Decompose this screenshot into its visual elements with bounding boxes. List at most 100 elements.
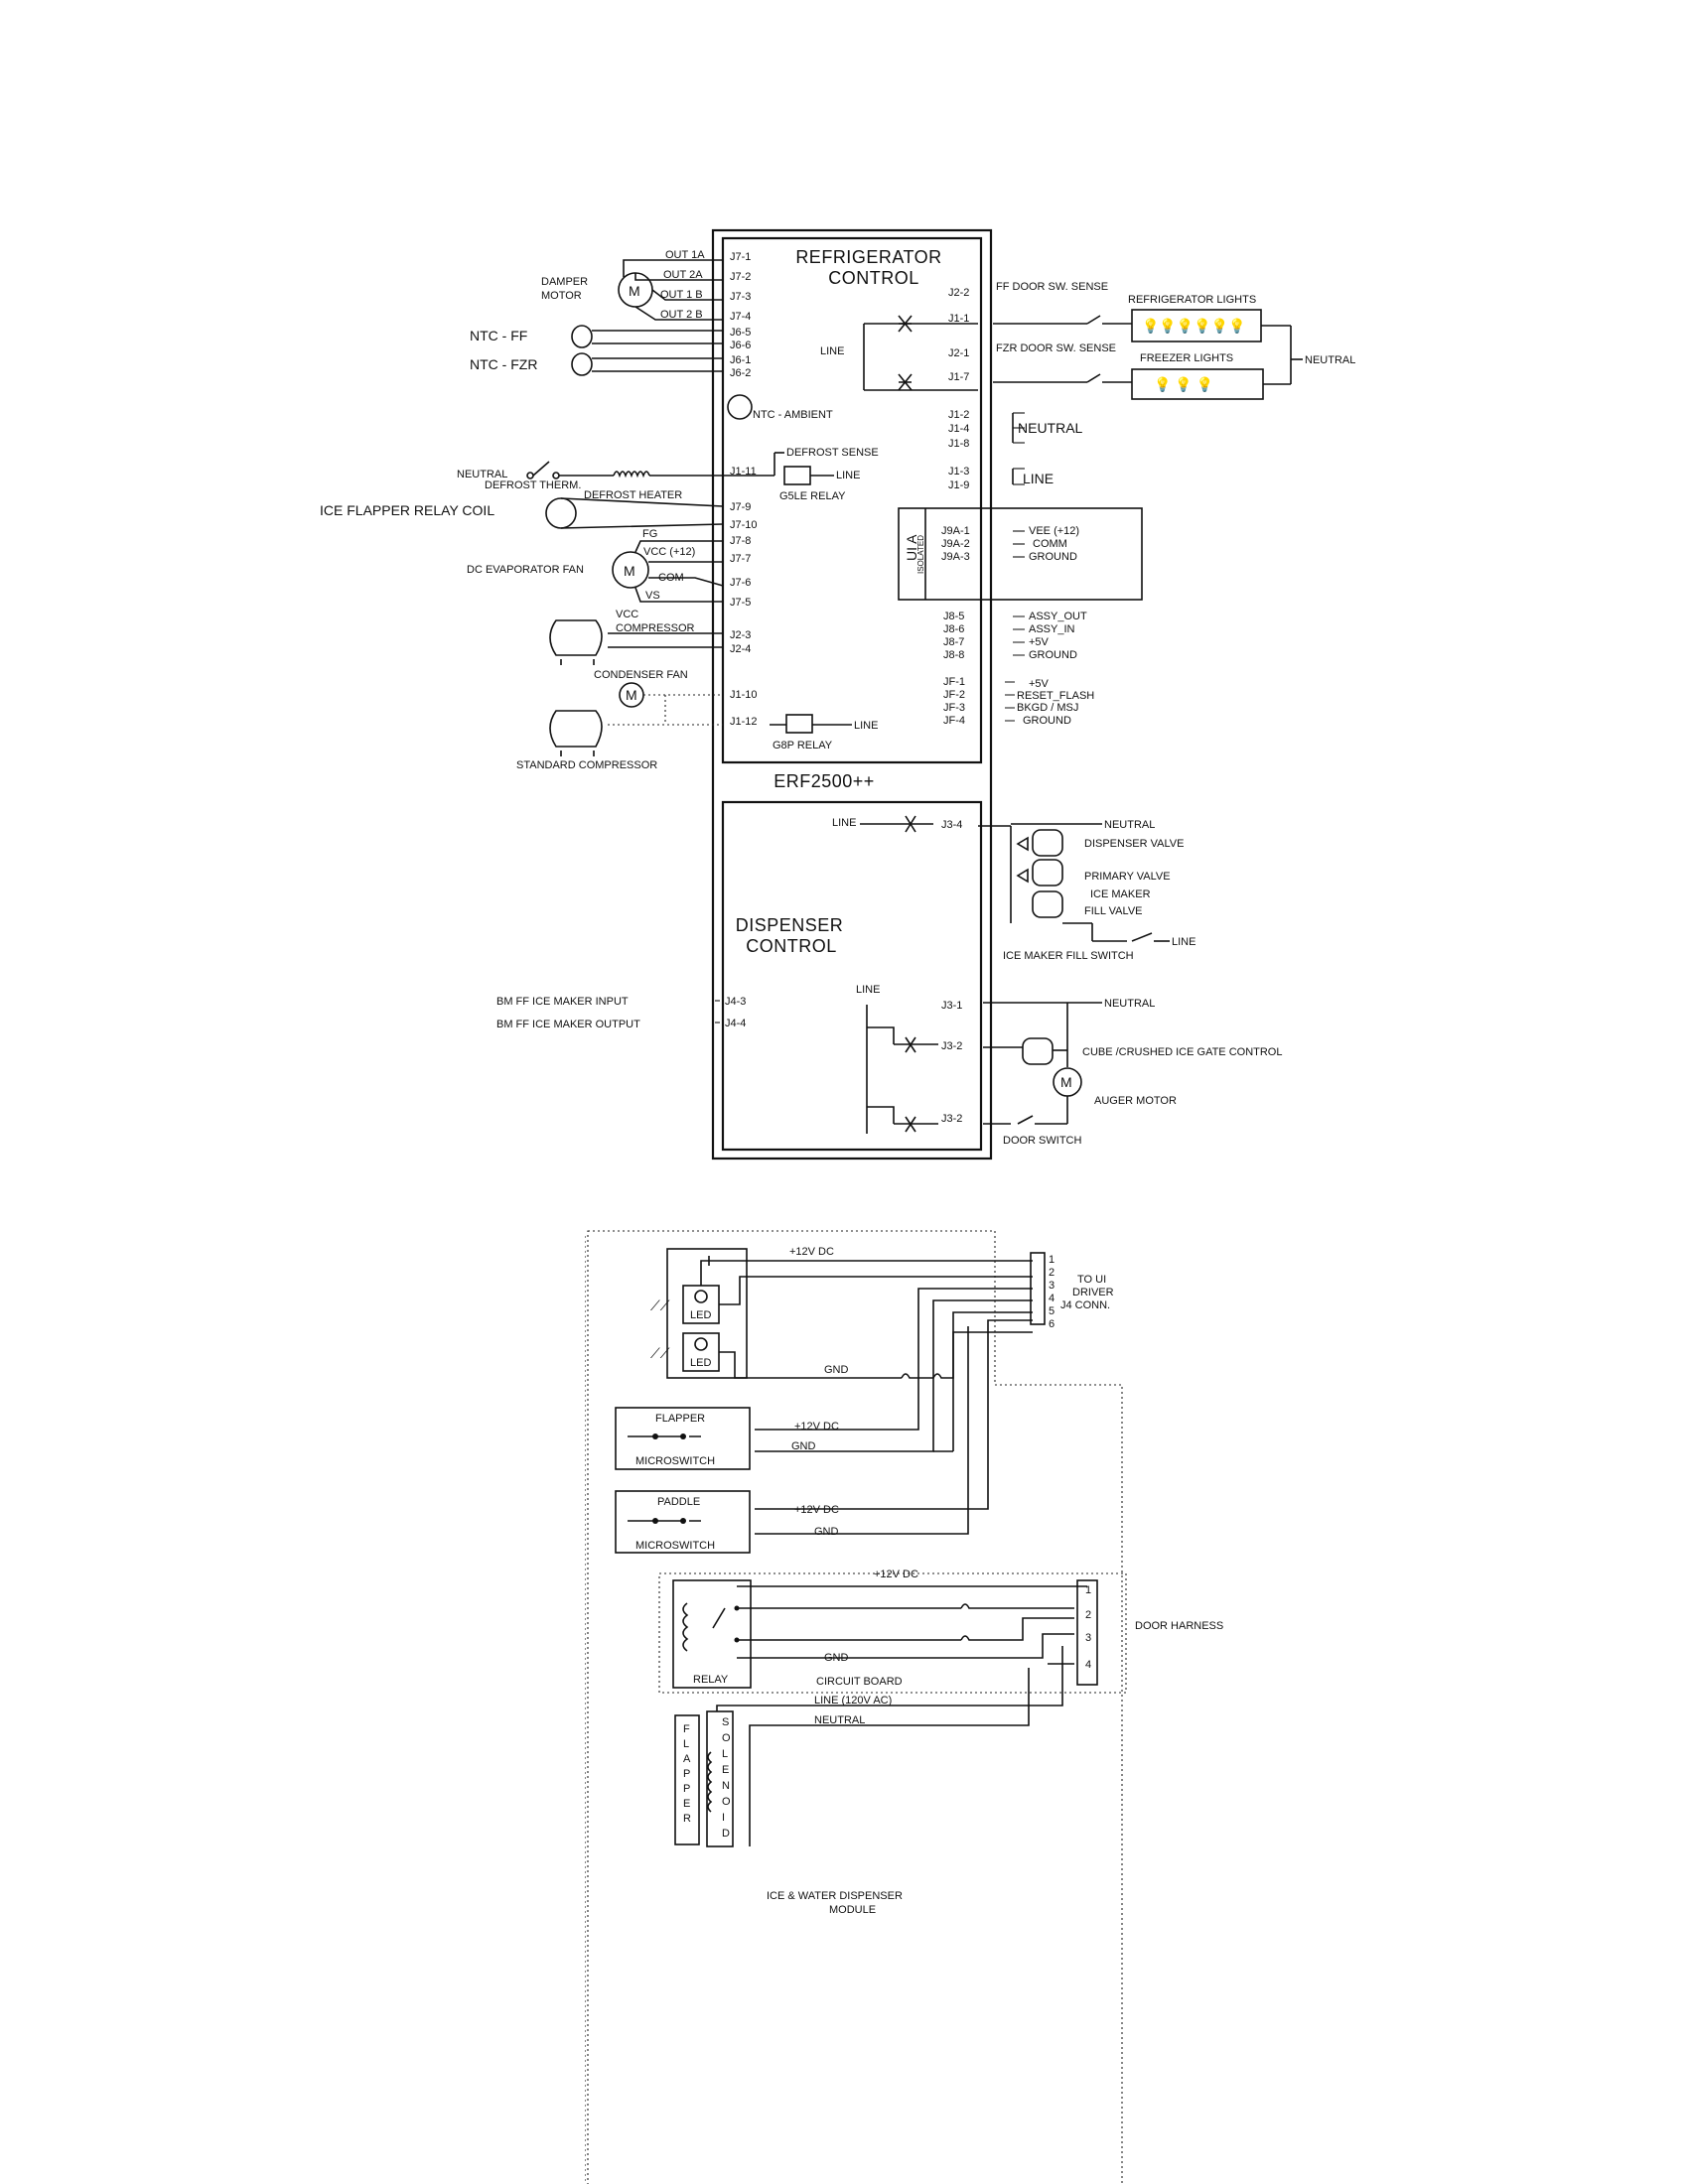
j8-connector: J8-6	[943, 623, 964, 635]
solenoid-letter: N	[722, 1780, 730, 1792]
line-label-2: LINE	[820, 345, 844, 357]
connector-label: J7-3	[730, 291, 751, 303]
connector-label: J1-8	[948, 438, 969, 450]
ui-connector-pins: 1 2 3 4 5 6 TO UI DRIVER J4 CONN.	[755, 1252, 1114, 1535]
j4-connector: J4-3	[725, 996, 746, 1008]
flapper-letter: R	[683, 1813, 691, 1825]
refrigerator-lights-label: REFRIGERATOR LIGHTS	[1128, 294, 1256, 306]
line-label-6: LINE	[1172, 936, 1196, 948]
led-board: LED LED ⟋⟋ ⟋⟋ +12V DC GND	[650, 1246, 1033, 1379]
harness-pin: 1	[1085, 1584, 1091, 1596]
damper-label-1: DAMPER	[541, 276, 588, 288]
neutral-label: NEUTRAL	[814, 1714, 865, 1726]
dispenser-valve-label: DISPENSER VALVE	[1084, 838, 1184, 850]
ntc-ff-label: NTC - FF	[470, 328, 527, 343]
bulb-icon: 💡 💡 💡	[1154, 376, 1213, 393]
jf-connector: JF-4	[943, 715, 965, 727]
ui-signal: COMM	[1033, 538, 1067, 550]
jf-signal: +5V	[1029, 678, 1050, 690]
connector-label: J1-12	[730, 716, 758, 728]
flapper-letter: E	[683, 1798, 690, 1810]
harness-pin: 2	[1085, 1609, 1091, 1621]
light-emission-icon: ⟋⟋	[650, 1345, 670, 1361]
defrost-heater-label: DEFROST HEATER	[584, 489, 682, 501]
disp-connector: J3-1	[941, 1000, 962, 1012]
jf-signal: RESET_FLASH	[1017, 690, 1094, 702]
damper-motor: DAMPER MOTOR M OUT 1A OUT 2A OUT 1 B OUT…	[541, 249, 723, 321]
connector-label: J7-9	[730, 501, 751, 513]
flapper-letter: L	[683, 1738, 689, 1750]
ui-connector: J9A-3	[941, 551, 970, 563]
connector-label: J6-5	[730, 327, 751, 339]
connector-label: J6-2	[730, 367, 751, 379]
motor-symbol: M	[626, 687, 637, 703]
condenser-fan-label: CONDENSER FAN	[594, 669, 688, 681]
solenoid-letter: O	[722, 1796, 731, 1808]
connector-label: J1-2	[948, 409, 969, 421]
fzr-door-switch-label: FZR DOOR SW. SENSE	[996, 342, 1116, 354]
g8p-relay-label: G8P RELAY	[773, 740, 833, 751]
disp-connector: J3-4	[941, 819, 962, 831]
ui-pin: 6	[1049, 1318, 1055, 1330]
ui-pin: 5	[1049, 1305, 1055, 1317]
line-label: LINE	[1023, 471, 1054, 486]
neutral-line-stubs: NEUTRAL LINE	[1012, 412, 1083, 486]
damper-label-2: MOTOR	[541, 290, 582, 302]
ice-flapper-label: ICE FLAPPER RELAY COIL	[320, 502, 494, 518]
gnd-label: GND	[791, 1440, 816, 1452]
relay-label: RELAY	[693, 1674, 729, 1686]
neutral-defrost-label: NEUTRAL	[457, 469, 507, 480]
compressors: VCC COMPRESSOR CONDENSER FAN M STANDARD …	[516, 609, 878, 771]
door-harness-label: DOOR HARNESS	[1135, 1620, 1223, 1632]
relay-circuit-board: RELAY +12V DC GND CIRCUIT BOARD 1 2 3 4 …	[658, 1569, 1223, 1694]
connector-label: J2-1	[948, 347, 969, 359]
jf-connector: JF-2	[943, 689, 965, 701]
connector-label: J1-10	[730, 689, 758, 701]
flapper-letter: A	[683, 1753, 691, 1765]
ui-isolated-block: UI A ISOLATED J9A-1 J9A-2 J9A-3 VEE (+12…	[898, 507, 1143, 601]
dispenser-control-title-2: CONTROL	[746, 936, 837, 956]
j8-jf-connectors: J8-5 J8-6 J8-7 J8-8 ASSY_OUT ASSY_IN +5V…	[943, 611, 1094, 727]
flapper-letter: F	[683, 1723, 690, 1735]
dispenser-outputs: LINE J3-4 NEUTRAL DISPENSER VALVE PRIMAR…	[496, 815, 1283, 1147]
circuit-board-label: CIRCUIT BOARD	[816, 1676, 903, 1688]
flapper-microswitch: FLAPPER MICROSWITCH +12V DC GND	[615, 1407, 839, 1470]
connector-label: J1-7	[948, 371, 969, 383]
ice-maker-fill-switch-label: ICE MAKER FILL SWITCH	[1003, 950, 1134, 962]
dispenser-control-box	[721, 800, 983, 1152]
connector-label: J6-6	[730, 340, 751, 351]
defrost-therm-label: DEFROST THERM.	[485, 479, 581, 491]
refrigerator-control-title-2: CONTROL	[828, 268, 919, 288]
connector-label: J2-4	[730, 643, 751, 655]
left-connectors: J7-1 J7-2 J7-3 J7-4 J6-5 J6-6 J6-1 J6-2 …	[730, 251, 758, 728]
j8-signal: GROUND	[1029, 649, 1077, 661]
bm-input-label: BM FF ICE MAKER INPUT	[496, 996, 629, 1008]
jf-signal: BKGD / MSJ	[1017, 702, 1078, 714]
j8-connector: J8-5	[943, 611, 964, 622]
ntc-fzr-label: NTC - FZR	[470, 356, 537, 372]
door-switch-label: DOOR SWITCH	[1003, 1135, 1081, 1147]
module-title: ICE & WATER DISPENSER MODULE	[767, 1890, 903, 1916]
v12-label: +12V DC	[789, 1246, 834, 1258]
solenoid-letter: S	[722, 1716, 729, 1728]
ui-connector: J9A-1	[941, 525, 970, 537]
ff-door-switch-label: FF DOOR SW. SENSE	[996, 281, 1108, 293]
module-title-1: ICE & WATER DISPENSER	[767, 1890, 903, 1902]
connector-label: J7-10	[730, 519, 758, 531]
solenoid-letter: D	[722, 1828, 730, 1840]
connector-label: J7-6	[730, 577, 751, 589]
microswitch-label: MICROSWITCH	[635, 1455, 715, 1467]
flapper-letter: P	[683, 1783, 690, 1795]
vcc-compressor-label: COMPRESSOR	[616, 622, 695, 634]
harness-pin: 3	[1085, 1632, 1091, 1644]
paddle-microswitch: PADDLE MICROSWITCH +12V DC GND	[615, 1490, 839, 1554]
connector-label: J6-1	[730, 354, 751, 366]
motor-symbol: M	[629, 283, 640, 299]
out-label: OUT 1A	[665, 249, 705, 261]
cube-crushed-label: CUBE /CRUSHED ICE GATE CONTROL	[1082, 1046, 1283, 1058]
refrigerator-control-box	[721, 236, 983, 764]
standard-compressor-label: STANDARD COMPRESSOR	[516, 759, 657, 771]
j4-connector: J4-4	[725, 1018, 746, 1029]
connector-label: J7-7	[730, 553, 751, 565]
